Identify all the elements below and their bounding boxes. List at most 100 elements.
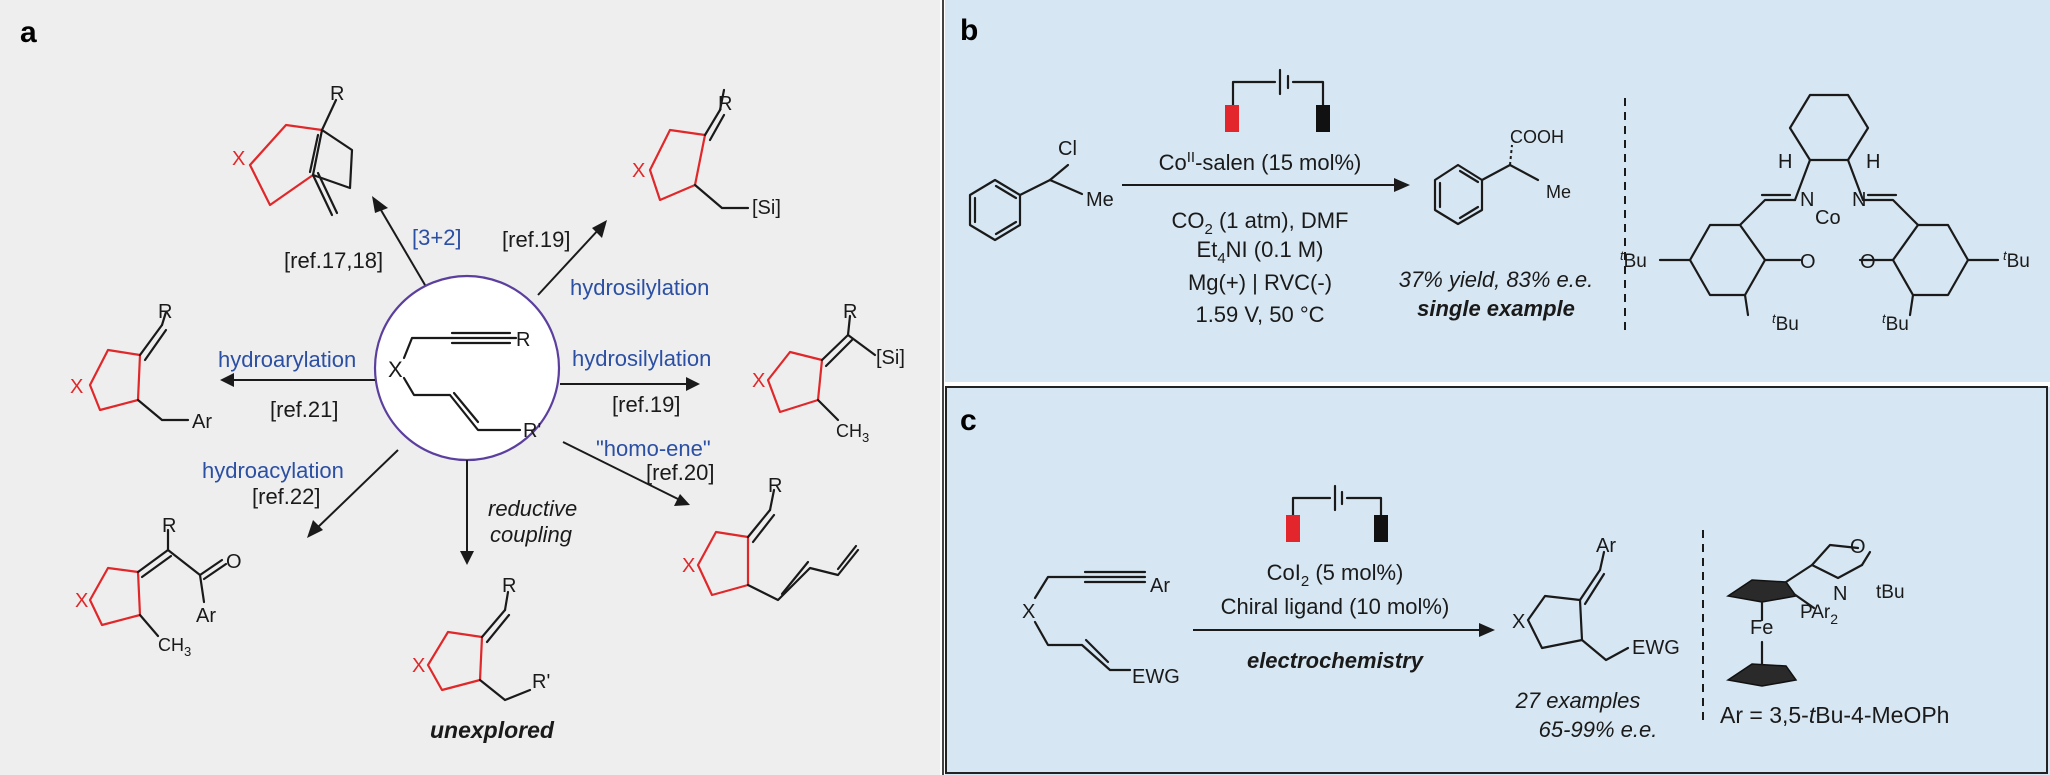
atom-co: Co <box>1815 207 1841 229</box>
atom-o: O <box>1850 536 1866 558</box>
sub-ar: Ar <box>192 411 212 433</box>
atom-fe: Fe <box>1750 617 1773 639</box>
reaction-arrow-head <box>1394 178 1410 192</box>
anode-electrode <box>1286 515 1300 542</box>
sub-r: R <box>162 515 176 537</box>
ref-19-top: [ref.19] <box>502 227 570 252</box>
cathode-electrode <box>1374 515 1388 542</box>
tbu-right: tBu <box>2003 248 2030 272</box>
catalyst-coi2: CoI2 (5 mol%) <box>1267 560 1404 590</box>
atom-o-left: O <box>1800 251 1816 273</box>
label-hydrosilylation-top: hydrosilylation <box>570 275 709 300</box>
sub-r: R <box>843 301 857 323</box>
sub-rp: R' <box>532 671 550 693</box>
panel-b: Cl Me CoII-salen (15 mol%) CO2 (1 atm), … <box>968 68 2030 335</box>
reactant-enyne: X Ar EWG <box>1022 570 1180 688</box>
ring-x: X <box>70 376 83 398</box>
atom-x: X <box>1022 601 1035 623</box>
cathode-electrode <box>1316 105 1330 132</box>
catalyst-label: CoII-salen (15 mol%) <box>1159 149 1362 175</box>
sub-ar: Ar <box>196 605 216 627</box>
result-examples: 27 examples <box>1515 688 1641 713</box>
panel-b-letter: b <box>960 14 978 47</box>
label-hydroarylation: hydroarylation <box>218 347 356 372</box>
sub-ewg: EWG <box>1632 637 1680 659</box>
electrolysis-cell-icon <box>1225 68 1330 132</box>
tbu-bottom-left: tBu <box>1772 311 1799 335</box>
sub-ch3: CH3 <box>158 635 191 659</box>
atom-n-right: N <box>1852 189 1866 211</box>
sub-cooh: COOH <box>1510 127 1564 147</box>
anode-electrode <box>1225 105 1239 132</box>
atom-n: N <box>1833 583 1847 605</box>
single-example-note: single example <box>1417 296 1575 321</box>
product-hydroacylation: X R O Ar CH3 <box>75 515 242 659</box>
atom-h-left: H <box>1778 151 1792 173</box>
atom-n-left: N <box>1800 189 1814 211</box>
ring-x: X <box>232 148 245 170</box>
result-ee: 65-99% e.e. <box>1539 717 1658 742</box>
product-hydrosilylation-right: X R [Si] CH3 <box>752 301 905 445</box>
ref-19-right: [ref.19] <box>612 392 680 417</box>
reactant-chloroethylbenzene: Cl Me <box>968 138 1114 242</box>
sub-me: Me <box>1546 182 1571 202</box>
sub-ar: Ar <box>1150 575 1170 597</box>
sub-r: R <box>502 575 516 597</box>
panel-c-border <box>945 386 2048 774</box>
sub-me: Me <box>1086 189 1114 211</box>
condition-electrolyte: Et4NI (0.1 M) <box>1197 237 1324 267</box>
hub-sub-rp: R' <box>523 420 541 442</box>
label-homo-ene: "homo-ene" <box>596 436 711 461</box>
ring-x: X <box>412 655 425 677</box>
reaction-arrow-head <box>1479 623 1495 637</box>
atom-x: X <box>1512 611 1525 633</box>
tbu-left: tBu <box>1620 248 1647 272</box>
sub-r: R <box>768 475 782 497</box>
sub-ch3: CH3 <box>836 421 869 445</box>
ref-20: [ref.20] <box>646 460 714 485</box>
hub-atom-x: X <box>388 357 403 382</box>
hub-sub-r: R <box>516 329 530 351</box>
ferrocene-ligand: O N tBu Fe PAr2 <box>1726 536 1905 687</box>
ref-22: [ref.22] <box>252 484 320 509</box>
condition-electrodes: Mg(+) | RVC(-) <box>1188 270 1332 295</box>
ring-x: X <box>682 555 695 577</box>
panel-b-background <box>945 0 2050 382</box>
panel-c: X Ar EWG CoI2 (5 mol%) Chiral ligand (10… <box>1022 484 1949 742</box>
reaction-arrows <box>220 196 700 565</box>
product-reductive-coupling: X R R' unexplored <box>412 575 555 743</box>
label-hydrosilylation-right: hydrosilylation <box>572 346 711 371</box>
sub-ar: Ar <box>1596 535 1616 557</box>
sub-r: R <box>718 93 732 115</box>
label-3plus2: [3+2] <box>412 225 462 250</box>
result-yield: 37% yield, 83% e.e. <box>1399 267 1593 292</box>
sub-tbu: tBu <box>1876 582 1905 603</box>
ring-x: X <box>75 590 88 612</box>
condition-co2: CO2 (1 atm), DMF <box>1171 208 1348 238</box>
product-3plus2: X R <box>232 83 354 217</box>
product-phenylpropanoic-acid: COOH Me <box>1433 127 1571 226</box>
atom-h-right: H <box>1866 151 1880 173</box>
product-hydroarylation: X R Ar <box>70 301 212 433</box>
sub-si: [Si] <box>876 347 905 369</box>
product-hydrosilylation-top: X R [Si] <box>632 88 781 219</box>
sub-si: [Si] <box>752 197 781 219</box>
condition-voltage: 1.59 V, 50 °C <box>1195 302 1324 327</box>
co-salen-catalyst: H H N N Co O O tBu tBu tBu tBu <box>1620 93 2030 335</box>
hub-substrate: X R R' <box>373 274 561 462</box>
atom-o-right: O <box>1860 251 1876 273</box>
chiral-ligand: Chiral ligand (10 mol%) <box>1221 594 1450 619</box>
label-reductive: reductive <box>488 496 577 521</box>
unexplored-caption: unexplored <box>430 717 555 743</box>
sub-ewg: EWG <box>1132 666 1180 688</box>
tbu-bottom-right: tBu <box>1882 311 1909 335</box>
label-coupling: coupling <box>490 522 573 547</box>
ref-21: [ref.21] <box>270 397 338 422</box>
label-hydroacylation: hydroacylation <box>202 458 344 483</box>
ring-x: X <box>632 160 645 182</box>
ar-definition: Ar = 3,5-tBu-4-MeOPh <box>1720 702 1949 728</box>
panel-a: X R R' [3+2] [ref.17,18] [ref.19] hydros… <box>70 83 905 743</box>
ref-17-18: [ref.17,18] <box>284 248 383 273</box>
ring-x: X <box>752 370 765 392</box>
